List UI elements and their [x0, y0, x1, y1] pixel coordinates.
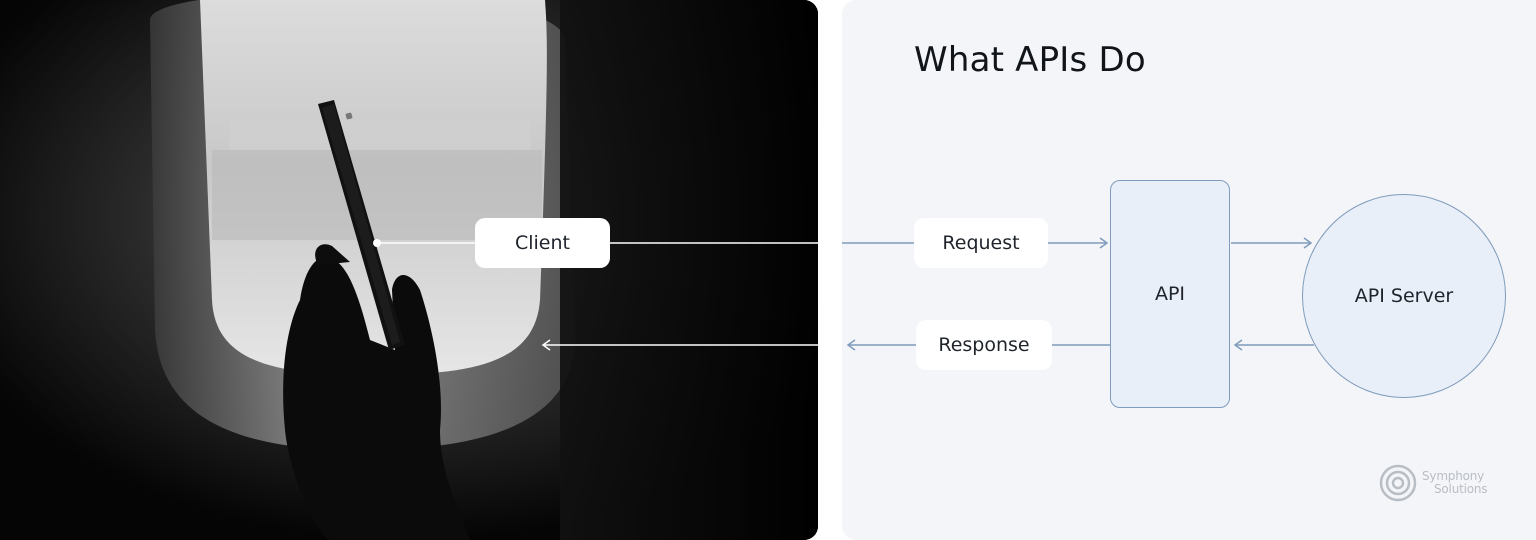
photo-panel	[0, 0, 818, 540]
api-node: API	[1110, 180, 1230, 408]
symphony-logo-icon	[1379, 464, 1417, 502]
diagram-title: What APIs Do	[914, 40, 1146, 80]
client-label: Client	[475, 218, 610, 268]
api-server-node: API Server	[1302, 194, 1506, 398]
airplane-window-phone-illustration	[0, 0, 818, 540]
response-label: Response	[916, 320, 1052, 370]
request-label: Request	[914, 218, 1048, 268]
symphony-solutions-logo: Symphony Solutions	[1378, 462, 1488, 504]
logo-text-line1: Symphony	[1422, 469, 1485, 483]
logo-text: Symphony Solutions	[1422, 469, 1488, 496]
logo-text-line2: Solutions	[1434, 482, 1488, 496]
